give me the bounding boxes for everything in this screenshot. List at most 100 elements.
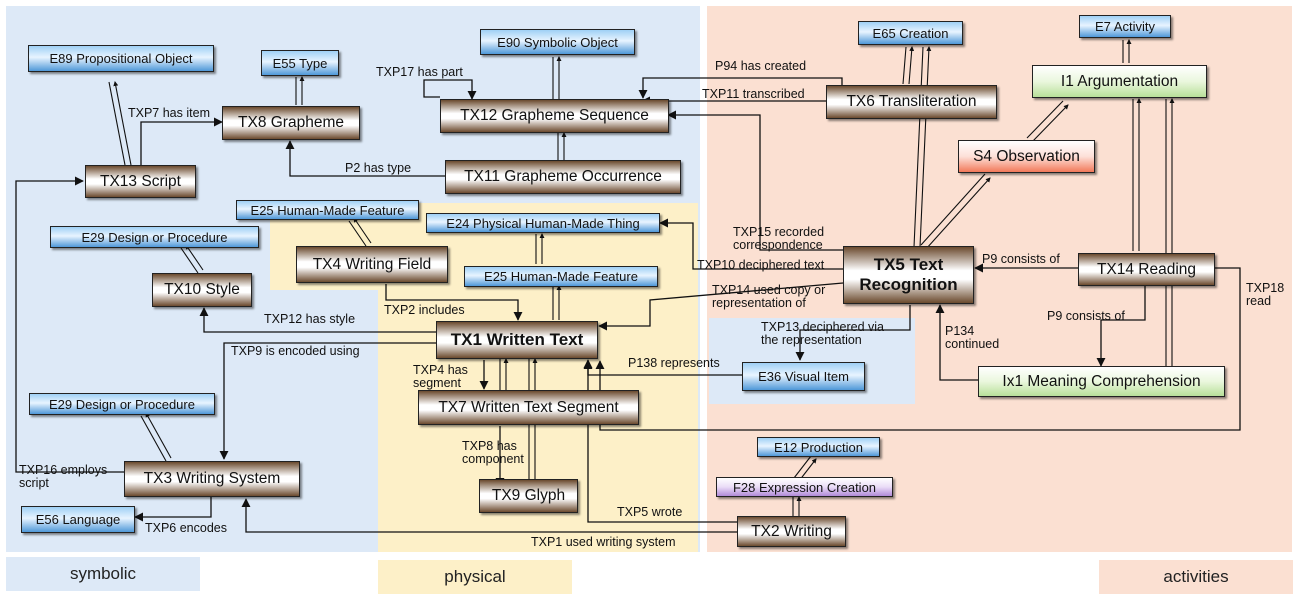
- legend-symbolic-label: symbolic: [69, 564, 137, 583]
- isa-tx5-e65b: [913, 47, 929, 248]
- label-p9a: P9 consists of: [982, 252, 1060, 266]
- label-txp13: TXP13 deciphered via the representation: [761, 320, 884, 347]
- label-txp14: TXP14 used copy or representation of: [712, 283, 826, 310]
- node-s4-label: S4 Observation: [973, 147, 1080, 165]
- isa-tx10-e29: [180, 245, 204, 274]
- legend-physical: physical: [378, 560, 572, 594]
- isa-i1-e7: [1122, 40, 1129, 63]
- isa-tx13-e89: [108, 82, 132, 166]
- node-i1-argumentation: I1 Argumentation: [1032, 65, 1207, 98]
- isa-tx7-tx1: [499, 359, 506, 390]
- isa-s4-i1: [1026, 101, 1068, 143]
- node-e55-type: E55 Type: [261, 50, 339, 76]
- node-ix1-label: Ix1 Meaning Comprehension: [1002, 372, 1201, 390]
- edge-txp9: [219, 342, 436, 460]
- node-tx2-writing: TX2 Writing: [737, 516, 846, 547]
- node-tx6-label: TX6 Transliteration: [846, 93, 977, 110]
- node-tx13-label: TX13 Script: [100, 172, 181, 190]
- edge-txp13: [795, 305, 911, 361]
- isa-e25b-e24: [535, 234, 542, 264]
- label-p138: P138 represents: [628, 356, 720, 370]
- node-tx14-label: TX14 Reading: [1096, 260, 1197, 278]
- label-txp12: TXP12 has style: [264, 312, 356, 326]
- node-e36-label: E36 Visual Item: [758, 369, 849, 384]
- node-e25-human-made-feature-b: E25 Human-Made Feature: [464, 266, 658, 287]
- node-e29-design-or-procedure-b: E29 Design or Procedure: [29, 393, 215, 415]
- node-tx10-label: TX10 Style: [164, 281, 240, 298]
- edge-txp7: [140, 117, 223, 165]
- node-e65-creation: E65 Creation: [858, 21, 963, 45]
- node-tx2-label: TX2 Writing: [751, 522, 832, 540]
- node-f28-expression-creation: F28 Expression Creation: [716, 477, 893, 497]
- edge-txp2: [385, 284, 523, 321]
- node-e89-label: E89 Propositional Object: [49, 51, 193, 66]
- node-e36-visual-item: E36 Visual Item: [742, 362, 865, 391]
- isa-tx11-tx12: [557, 133, 564, 160]
- node-f28-label: F28 Expression Creation: [732, 479, 877, 495]
- node-tx10-style: TX10 Style: [152, 273, 252, 307]
- node-e25a-label: E25 Human-Made Feature: [250, 202, 405, 218]
- node-e25b-label: E25 Human-Made Feature: [484, 269, 638, 284]
- edge-txp10: [659, 218, 843, 270]
- node-e7-label: E7 Activity: [1095, 19, 1155, 34]
- node-e56-label: E56 Language: [35, 512, 121, 527]
- node-e56-language: E56 Language: [21, 506, 135, 533]
- isa-tx1-e25b: [552, 286, 559, 320]
- label-txp10: TXP10 deciphered text: [697, 258, 825, 272]
- isa-tx8-e55: [295, 77, 302, 105]
- node-tx5-text-recognition: TX5 Text Recognition: [843, 246, 974, 304]
- node-tx7-written-text-segment: TX7 Written Text Segment: [418, 390, 639, 425]
- legend-symbolic: symbolic: [6, 557, 200, 591]
- edge-txp1: [241, 498, 737, 533]
- node-tx14-reading: TX14 Reading: [1078, 253, 1215, 286]
- edge-txp14: [598, 282, 844, 331]
- edge-txp12: [199, 307, 436, 333]
- edge-p2: [285, 140, 445, 177]
- node-tx9-label: TX9 Glyph: [491, 487, 566, 504]
- label-txp11: TXP11 transcribed: [702, 87, 805, 101]
- label-p94: P94 has created: [715, 59, 807, 73]
- node-tx11-label: TX11 Grapheme Occurrence: [464, 168, 662, 185]
- isa-tx2-f28: [792, 497, 799, 516]
- isa-tx5-s4: [920, 174, 990, 250]
- node-ix1-meaning-comprehension: Ix1 Meaning Comprehension: [978, 366, 1225, 397]
- node-tx13-script: TX13 Script: [85, 165, 196, 198]
- node-e89-propositional-object: E89 Propositional Object: [28, 45, 214, 72]
- isa-tx3-e29: [140, 413, 172, 462]
- node-e7-activity: E7 Activity: [1079, 15, 1171, 38]
- node-tx9-glyph: TX9 Glyph: [479, 479, 578, 513]
- node-tx8-label: TX8 Grapheme: [238, 114, 344, 131]
- node-tx1-written-text: TX1 Written Text: [436, 321, 598, 359]
- label-txp18: TXP18 read: [1246, 281, 1285, 308]
- node-tx1-label: TX1 Written Text: [450, 330, 584, 349]
- label-txp17: TXP17 has part: [376, 65, 463, 79]
- edge-txp5: [583, 359, 737, 523]
- node-e12-label: E12 Production: [774, 439, 863, 455]
- edge-p134: [935, 304, 978, 381]
- node-tx4-label: TX4 Writing Field: [312, 255, 432, 273]
- node-tx8-grapheme: TX8 Grapheme: [222, 106, 360, 140]
- node-e29a-label: E29 Design or Procedure: [81, 229, 228, 245]
- isa-ix1-i1: [1165, 99, 1172, 366]
- label-p9b: P9 consists of: [1047, 309, 1125, 323]
- label-txp2: TXP2 includes: [384, 303, 465, 317]
- isa-tx14-i1: [1132, 99, 1139, 251]
- node-tx7-label: TX7 Written Text Segment: [438, 398, 619, 416]
- label-txp8: TXP8 has component: [462, 439, 524, 466]
- isa-tx6-e65a: [902, 47, 912, 85]
- legend-activities-label: activities: [1163, 567, 1229, 586]
- edge-p9b: [1096, 286, 1146, 367]
- node-tx3-label: TX3 Writing System: [143, 470, 281, 487]
- legend-physical-label: physical: [444, 567, 506, 586]
- node-tx3-writing-system: TX3 Writing System: [124, 461, 300, 497]
- label-txp7: TXP7 has item: [128, 106, 210, 120]
- edge-txp16: [15, 176, 124, 473]
- label-txp4: TXP4 has segment: [413, 363, 468, 390]
- label-txp5: TXP5 wrote: [617, 505, 683, 519]
- isa-tx4-e25a: [348, 218, 372, 247]
- node-tx11-grapheme-occurrence: TX11 Grapheme Occurrence: [445, 160, 681, 194]
- edge-txp6: [134, 497, 212, 522]
- node-e24-physical-human-made-thing: E24 Physical Human-Made Thing: [426, 213, 660, 233]
- label-txp15: TXP15 recorded correspondence: [733, 225, 825, 252]
- node-e24-label: E24 Physical Human-Made Thing: [446, 215, 640, 231]
